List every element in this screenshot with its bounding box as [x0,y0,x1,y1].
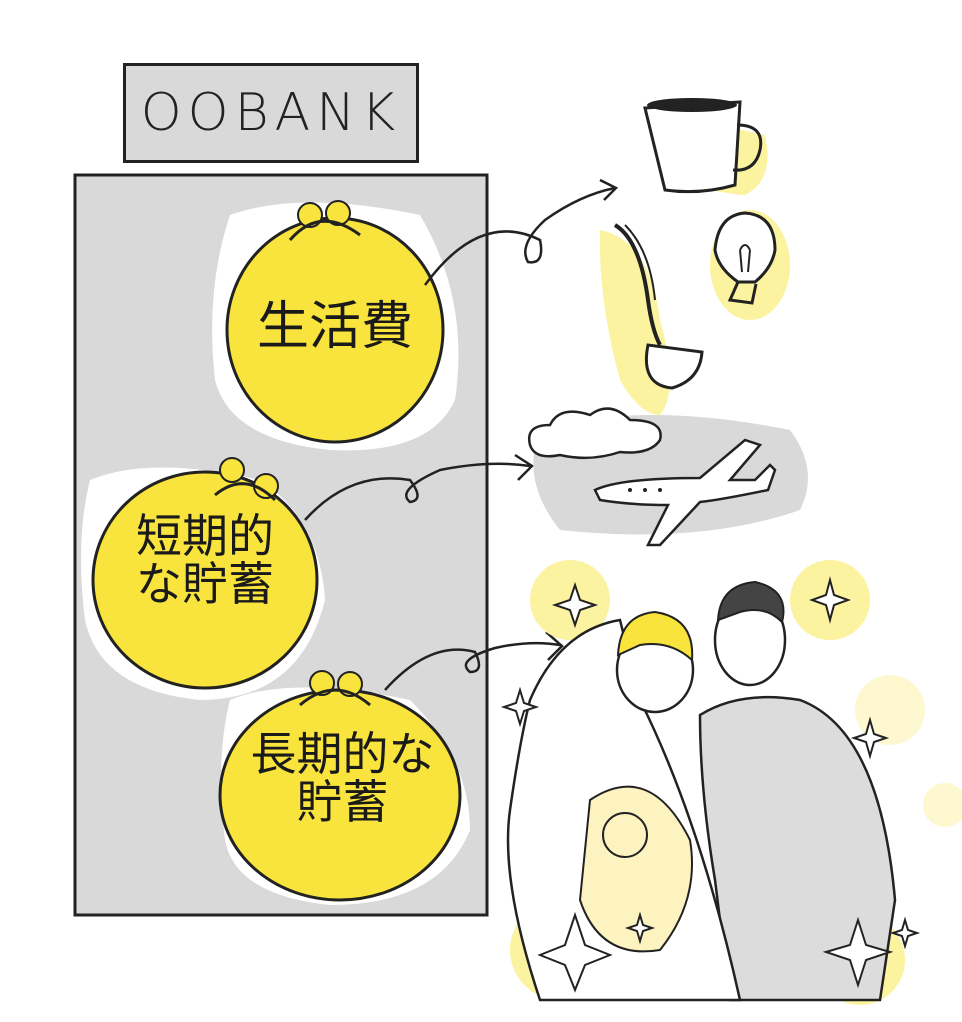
airplane-icon [593,438,777,547]
purse-label: 生活費 [256,297,413,357]
purse-label-line1: 短期的 [136,509,274,563]
bank-name: OOBANK [140,83,402,143]
purse-label-line1: 長期的な [250,727,435,781]
purse-long-term-savings-label: 長期的な 貯蓄 [230,730,455,827]
purse-short-term-savings-label: 短期的 な貯蓄 [100,512,310,609]
purse-label-line2: 貯蓄 [296,775,389,830]
purse-living-expenses [225,200,445,444]
arrow-to-daily-items [423,186,616,286]
purse-short-term-savings [91,457,319,690]
arrow-to-wedding [384,641,561,691]
lightbulb-icon [710,210,790,320]
wedding-couple-illustration [506,580,897,1002]
bank-sign: OOBANK [123,63,419,163]
purse-living-expenses-label: 生活費 [240,300,430,355]
ladle-icon [599,223,704,415]
cloud-icon [527,407,662,460]
sparkle-icon [500,576,921,993]
purse-long-term-savings [218,670,462,902]
purse-label-line2: な貯蓄 [136,557,274,612]
arrow-to-travel [304,462,531,521]
coffee-cup-icon [643,98,768,195]
